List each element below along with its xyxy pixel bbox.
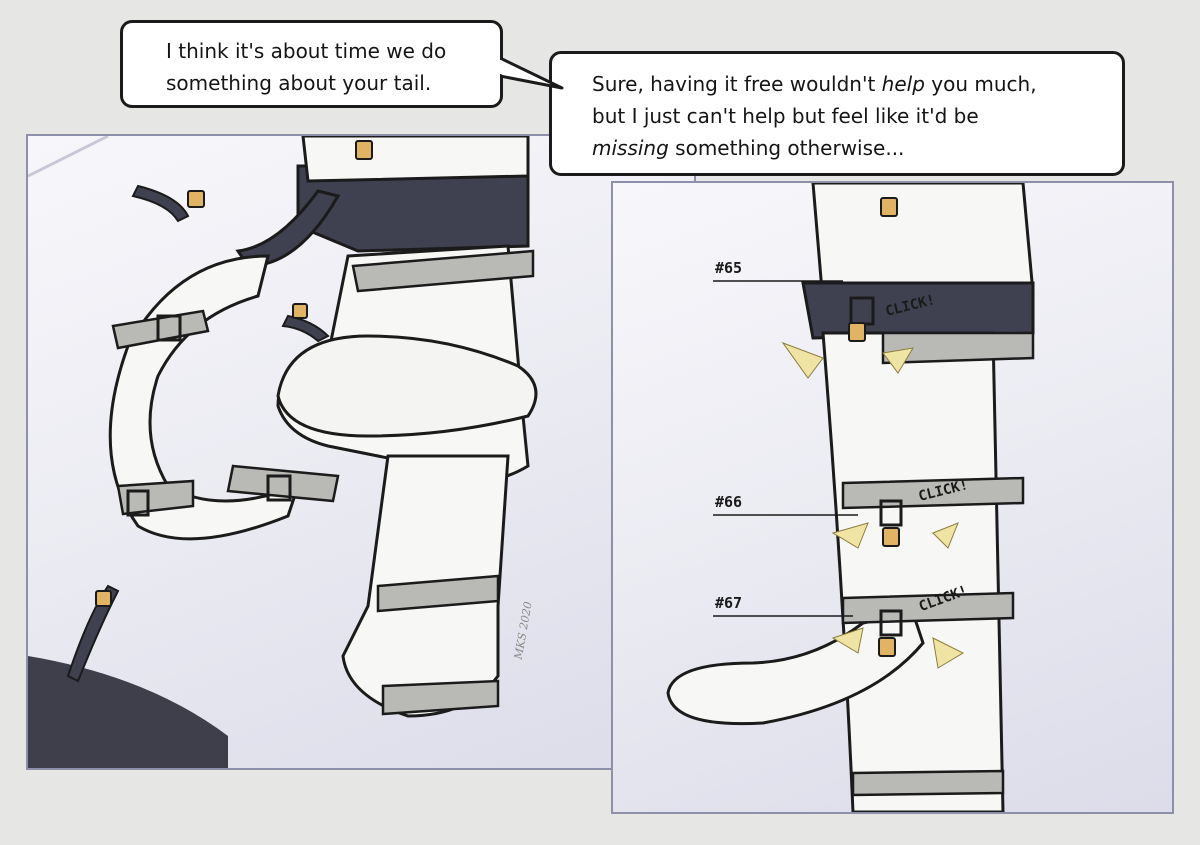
- bubble-right-line2: but I just can't help but feel like it'd…: [592, 104, 979, 128]
- speech-bubble-right: Sure, having it free wouldn't help you m…: [549, 51, 1125, 176]
- bubble-right-line1-b: you much,: [924, 72, 1037, 96]
- right-panel-art: [666, 183, 1035, 812]
- floor-shadow: [28, 656, 228, 768]
- right-panel: #65 #66 #67 CLICK! CLICK! CLICK!: [611, 181, 1174, 814]
- bubble-right-line1-em: help: [881, 72, 925, 96]
- bubble-right-line3-b: something otherwise...: [668, 136, 905, 160]
- bubble-right-line1: Sure, having it free wouldn't help you m…: [592, 68, 1122, 100]
- left-panel-art: [28, 136, 538, 768]
- bubble-right-line1-a: Sure, having it free wouldn't: [592, 72, 882, 96]
- upper-body: [301, 136, 530, 183]
- bubble-left-line1: I think it's about time we do: [166, 39, 447, 63]
- bubble-right-line3: missing something otherwise...: [592, 132, 1122, 164]
- leg: [821, 331, 1005, 812]
- bubble-right-line3-em: missing: [592, 136, 669, 160]
- speech-bubble-left: I think it's about time we do something …: [120, 20, 503, 108]
- callout-strap-65: #65: [715, 259, 743, 277]
- callout-strap-67: #67: [715, 594, 743, 612]
- callout-strap-66: #66: [715, 493, 743, 511]
- bubble-left-line2: something about your tail.: [166, 71, 432, 95]
- left-panel: MKS 2020: [26, 134, 696, 770]
- bubble-left-tail: [500, 56, 564, 90]
